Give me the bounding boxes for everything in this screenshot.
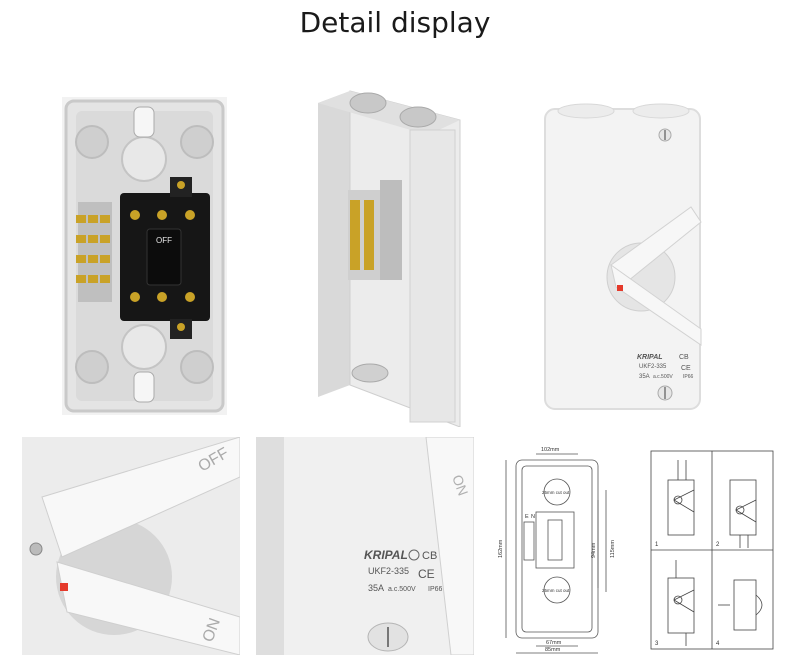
on-label-closeup: ON [449,473,471,498]
photo-open-box-side [310,85,470,427]
dim-bottom-inner: 67mm [546,640,562,646]
dim-right-inner: 94mm [591,542,597,558]
switch-off-label: OFF [156,236,172,245]
photo-closed-enclosure: KRIPAL CB UKF2-335 CE 35A a.c.500V IP66 [541,97,706,415]
ce-closeup: CE [418,567,435,581]
photo-open-box-front: OFF [62,97,227,415]
page-title: Detail display [299,6,491,39]
ip-label: IP66 [683,374,694,380]
photo-mounting-steps: 1 2 3 4 [650,450,774,650]
knockout-bottom: 25mm cut out [542,588,570,593]
knockout-top: 25mm cut out [542,490,570,495]
cb-label: CB [679,354,689,361]
dim-bottom-outer: 85mm [545,647,561,653]
photo-handle-closeup: OFF ON [22,437,240,655]
dim-left: 162mm [498,539,504,558]
rating-label: 35A [639,374,650,380]
brand-closeup: KRIPAL [364,548,408,562]
model-closeup: UKF2-335 [368,566,409,576]
step-1-label: 1 [655,542,659,548]
terminal-n: N [531,514,535,520]
dim-top: 102mm [541,447,560,453]
model-label: UKF2-335 [639,364,667,370]
step-4-label: 4 [716,641,720,647]
dim-right-outer: 115mm [610,540,616,558]
ce-label: CE [681,365,691,372]
step-2-label: 2 [716,542,720,548]
brand-label: KRIPAL [637,354,663,361]
rating-closeup: 35A [368,583,384,593]
step-3-label: 3 [655,641,659,647]
photo-label-closeup: ON KRIPAL CB UKF2-335 CE 35A a.c.500V IP… [256,437,474,655]
cb-closeup: CB [422,550,437,562]
voltage-label: a.c.500V [653,374,673,380]
ip-closeup: IP66 [428,586,443,593]
terminal-e: E [525,514,529,520]
voltage-closeup: a.c.500V [388,586,416,593]
photo-dimension-drawing: 102mm 162mm 94mm 115mm 67mm 85mm 25mm cu… [490,440,618,658]
